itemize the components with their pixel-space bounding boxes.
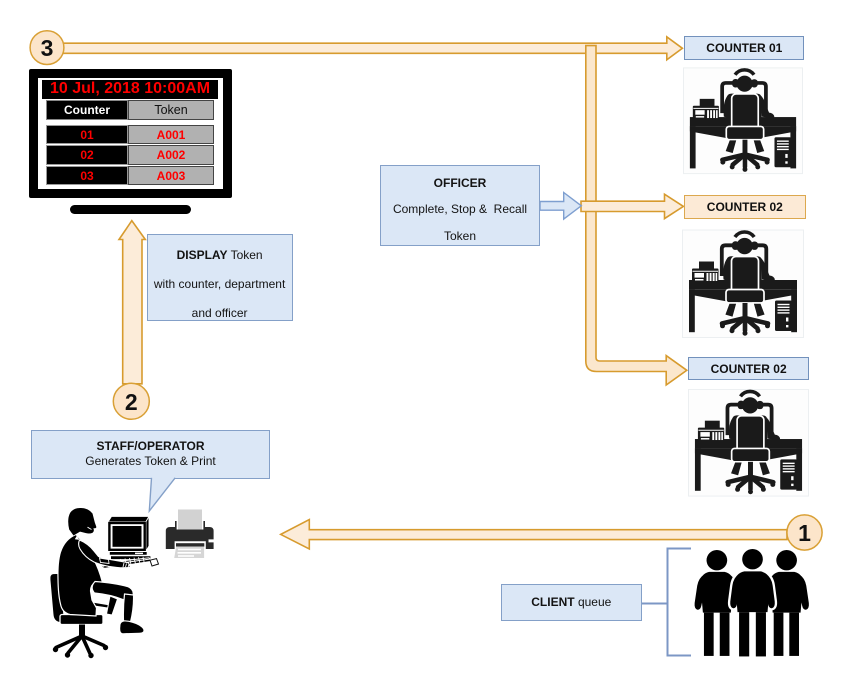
svg-text:2: 2 xyxy=(125,389,138,415)
svg-text:1: 1 xyxy=(798,520,811,546)
svg-text:3: 3 xyxy=(41,35,54,61)
